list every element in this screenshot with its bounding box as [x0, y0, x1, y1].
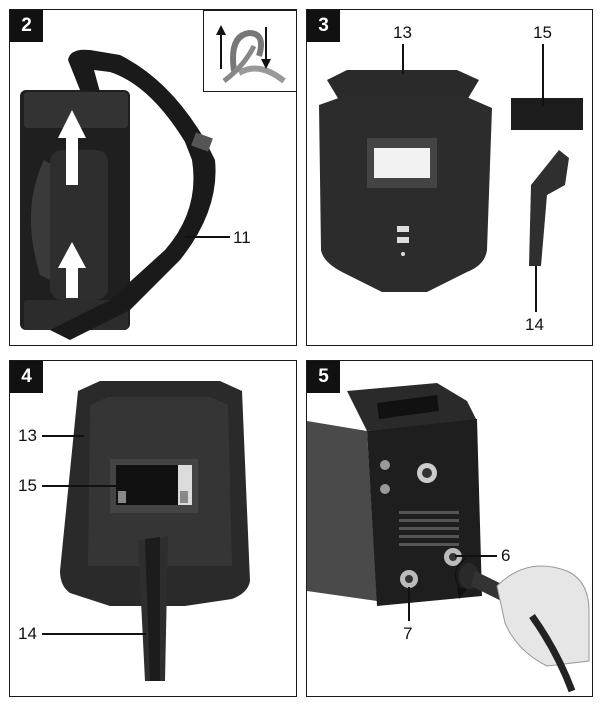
assembled-mask-illustration	[60, 381, 250, 681]
callout-7-label: 7	[403, 624, 413, 643]
figure-4-panel: 4 13 15 14	[9, 360, 297, 697]
callout-15-leader	[542, 44, 544, 106]
callout-15-label-fig4: 15	[18, 476, 37, 495]
callout-14-leader	[535, 266, 537, 312]
callout-14-label-fig4: 14	[18, 624, 37, 643]
callout-15-label: 15	[533, 23, 552, 42]
strap-detail-inset	[203, 10, 296, 92]
callout-6-label: 6	[501, 546, 511, 565]
callout-14-leader-fig4	[42, 633, 146, 635]
callout-13-leader	[402, 44, 404, 74]
callout-11-leader	[185, 236, 230, 238]
figure-2-panel: 2 11	[9, 9, 297, 346]
figure-4-number: 4	[10, 361, 43, 393]
figure-5-panel: 5 6 7	[306, 360, 593, 697]
figure-2-number: 2	[10, 10, 43, 42]
callout-13-leader-fig4	[42, 435, 84, 437]
callout-13-label-fig4: 13	[18, 426, 37, 445]
callout-11-label: 11	[233, 228, 251, 247]
strap-loop-illustration	[216, 25, 286, 84]
callout-6-leader	[455, 555, 497, 557]
welder-connection-illustration	[307, 383, 590, 693]
callout-14-label: 14	[525, 315, 544, 334]
mask-parts-illustration	[319, 70, 583, 292]
callout-15-leader-fig4	[42, 485, 124, 487]
carry-strap-illustration	[20, 49, 216, 340]
callout-7-leader	[408, 587, 410, 621]
figure-5-number: 5	[307, 361, 340, 393]
figure-3-number: 3	[307, 10, 340, 42]
callout-13-label: 13	[393, 23, 412, 42]
figure-3-panel: 3 13 15 14	[306, 9, 593, 346]
